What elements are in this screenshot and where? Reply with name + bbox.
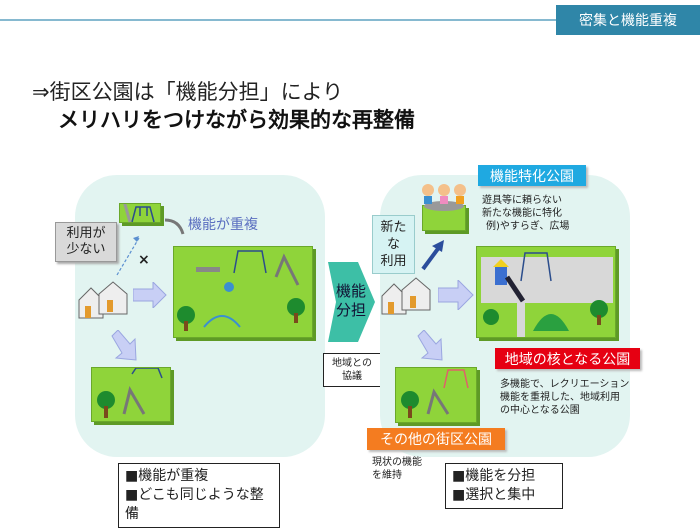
section-tag: 密集と機能重複 [556,5,700,35]
other-park-label: その他の街区公園 [367,428,505,450]
core-park-description: 多機能で、レクリエーション機能を重視した、地域利用の中心となる公園 [500,378,629,417]
core-park-illustration [476,246,616,338]
function-sharing-arrow [328,262,375,342]
desc-line: 多機能で、レクリエーション [500,379,630,390]
tree-slide-icon [97,367,163,418]
overlap-label: 機能が重複 [188,217,258,233]
small-park-illustration [119,193,161,223]
large-park-illustration [173,246,313,338]
arrow-line2: 分担 [335,301,366,319]
right-arrow-icon [438,280,474,310]
future-policy-box: ■機能を分担 ■選択と集中 [445,463,563,509]
up-right-arrow-icon [421,240,444,271]
title-line-2: メリハリをつけながら効果的な再整備 [58,108,415,132]
title-line-1: ⇒街区公園は「機能分担」により [32,80,344,104]
down-right-arrow-icon [111,330,137,361]
specialized-park-label: 機能特化公園 [478,165,586,186]
policy-item: ■機能を分担 [452,468,536,484]
low-usage-line2: 少ない [66,242,106,257]
low-usage-line1: 利用が [66,226,106,241]
desc-line: の中心となる公園 [500,405,580,416]
desc-line: 新たな機能に特化 [482,208,562,219]
new-use-note: 新たな利用 [372,215,415,274]
small-park-illustration-2 [91,367,171,422]
desc-line: 現状の機能 [372,457,422,468]
other-park-description: 現状の機能を維持 [372,456,422,482]
issue-item: ■機能が重複 [125,468,209,484]
new-use-line1: 新たな [380,220,407,252]
new-use-line2: 利用 [380,254,407,269]
desc-line: 機能を重視した、地域利用 [500,392,620,403]
desc-line: 遊具等に頼らない [482,195,562,206]
community-consultation-callout: 地域との協議 [323,353,381,387]
policy-item: ■選択と集中 [452,487,536,503]
specialized-park-description: 遊具等に頼らない新たな機能に特化例)やすらぎ、広場 [482,194,569,233]
callout-line1: 地域との [332,358,372,369]
desc-line: を維持 [372,470,402,481]
desc-line: 例)やすらぎ、広場 [486,221,570,232]
function-sharing-label: 機能分担 [333,282,369,320]
callout-line2: 協議 [342,371,362,382]
cross-mark: × [138,252,150,268]
dashed-arrow-icon [116,236,140,276]
low-usage-note: 利用が少ない [55,222,117,262]
plaza-playground-icon [481,252,613,337]
arrow-line1: 機能 [335,282,366,300]
down-right-arrow-icon [417,330,443,361]
swing-icon [120,193,155,223]
core-park-label: 地域の核となる公園 [495,348,640,369]
houses-icon [78,281,128,319]
curved-arrow-icon [164,218,185,235]
children-icon [422,184,466,211]
right-arrow-icon [133,282,167,308]
tree-slide-icon [401,369,469,418]
playground-icon [177,250,305,331]
current-issues-box: ■機能が重複 ■どこも同じような整備 [118,463,280,528]
houses-icon [381,277,431,315]
issue-item: ■どこも同じような整備 [125,487,264,522]
header-divider [0,19,556,21]
other-park-illustration [395,367,477,423]
